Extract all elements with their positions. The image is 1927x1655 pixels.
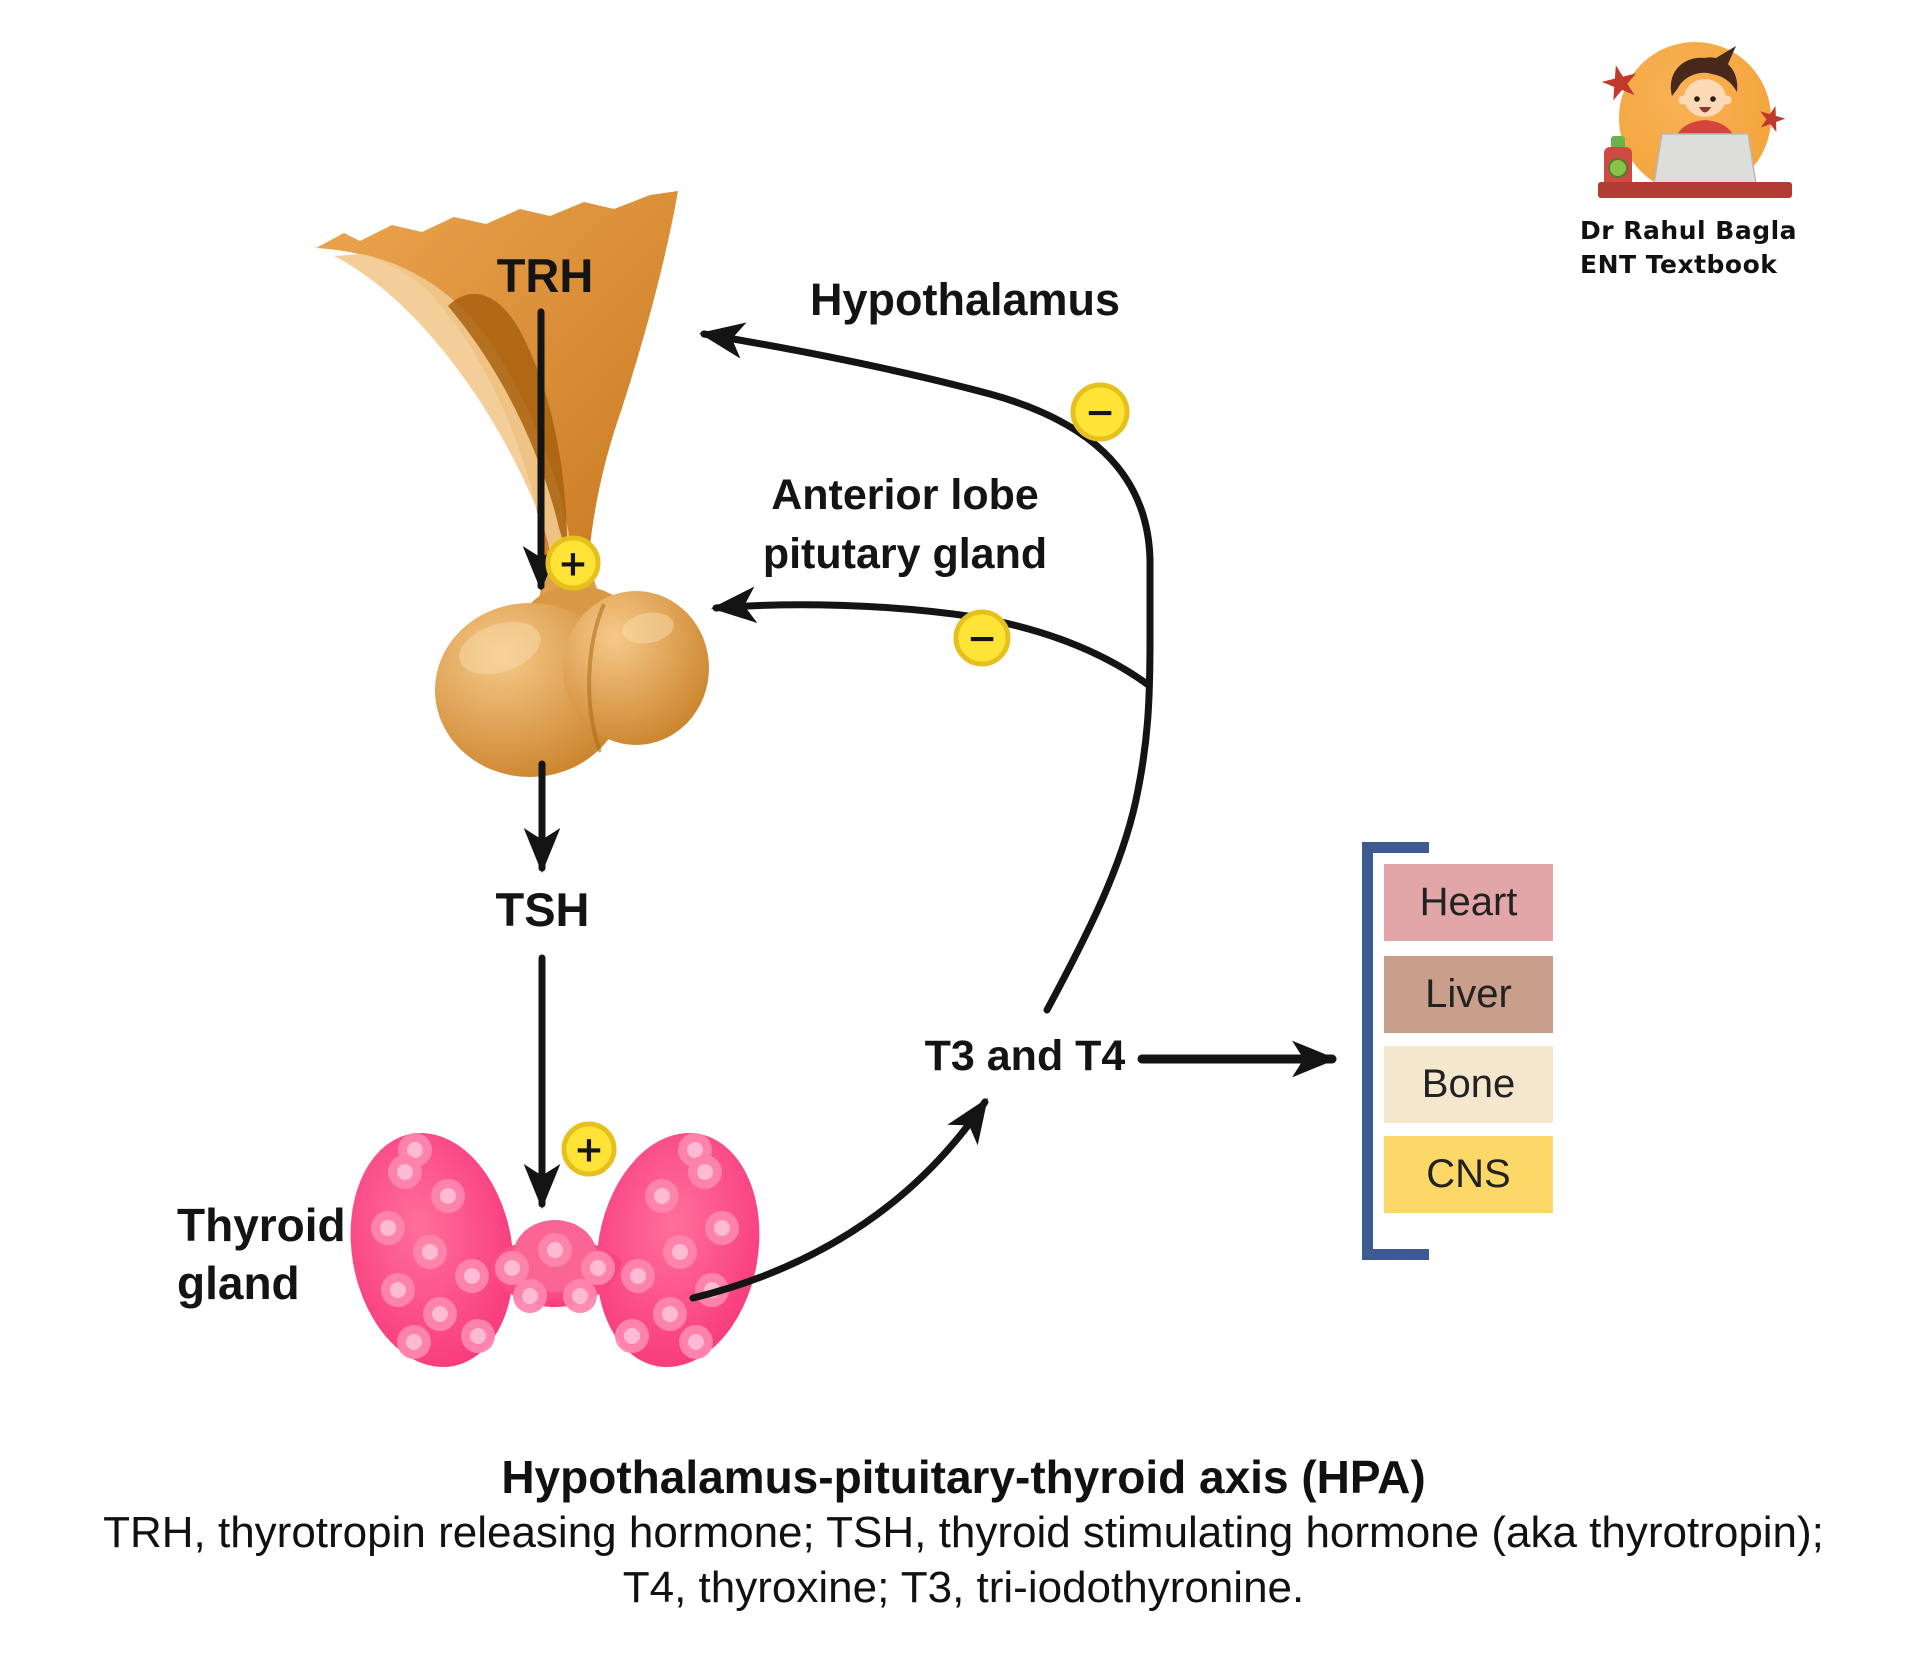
minus-sign-hypothalamus: − xyxy=(1085,393,1115,434)
bottle-cap xyxy=(1611,136,1625,150)
figure-title: Hypothalamus-pituitary-thyroid axis (HPA… xyxy=(501,1451,1426,1503)
hypothalamus-illustration xyxy=(316,191,709,777)
sign-badges: + + − − xyxy=(545,382,1130,1177)
boy-mouth xyxy=(1699,107,1711,113)
minus-sign-circle-hypothalamus xyxy=(1070,382,1130,442)
logo-illustration: ★ ★ xyxy=(1593,42,1792,198)
pituitary-highlight xyxy=(459,621,541,675)
label-t3-t4: T3 and T4 xyxy=(924,1032,1126,1080)
boy-hair xyxy=(1670,57,1738,96)
figure-caption-line2: T4, thyroxine; T3, tri-iodothyronine. xyxy=(622,1563,1305,1612)
minus-sign-circle-pituitary xyxy=(953,609,1011,667)
bottle-label xyxy=(1608,158,1628,178)
boy-eye xyxy=(1710,96,1716,102)
boy-eye xyxy=(1694,96,1700,102)
logo-title-line2: ENT Textbook xyxy=(1580,250,1778,279)
logo-title-line1: Dr Rahul Bagla xyxy=(1580,216,1798,245)
pituitary-crease xyxy=(587,603,606,753)
organ-list-bracket xyxy=(1362,842,1429,1260)
label-trh: TRH xyxy=(496,249,594,302)
label-tsh: TSH xyxy=(495,883,590,936)
pituitary-right-lobe xyxy=(563,591,709,745)
boy-face xyxy=(1684,79,1726,117)
label-hypothalamus: Hypothalamus xyxy=(809,274,1121,325)
thyroid-to-t3t4-arrow xyxy=(689,1097,989,1302)
desk xyxy=(1598,182,1792,198)
label-anterior-line1: Anterior lobe xyxy=(771,471,1039,519)
plus-sign-circle-pituitary xyxy=(545,535,601,591)
boy-ear xyxy=(1722,95,1732,105)
pituitary-highlight-2 xyxy=(622,612,674,644)
feedback-to-pituitary-arrow xyxy=(711,586,1151,688)
organ-box-cns: CNS xyxy=(1384,1136,1553,1213)
feedback-to-hypothalamus-arrow xyxy=(699,322,1154,1014)
label-anterior-pituitary: Anterior lobe pitutary gland xyxy=(700,466,1110,584)
label-thyroid-gland: Thyroid gland xyxy=(177,1196,346,1312)
organ-box-heart: Heart xyxy=(1384,864,1553,941)
boy-hair-tuft xyxy=(1716,46,1736,64)
label-thyroid-line1: Thyroid xyxy=(177,1199,346,1251)
thyroid-illustration xyxy=(350,1132,760,1368)
plus-sign-thyroid: + xyxy=(574,1130,604,1171)
label-anterior-line2: pitutary gland xyxy=(762,530,1048,578)
plus-sign-circle-thyroid xyxy=(561,1121,617,1177)
organ-box-bone: Bone xyxy=(1384,1046,1553,1123)
minus-sign-pituitary: − xyxy=(967,619,997,660)
organ-box-liver: Liver xyxy=(1384,956,1553,1033)
laptop xyxy=(1653,133,1757,185)
figure-caption-line1: TRH, thyrotropin releasing hormone; TSH,… xyxy=(103,1508,1824,1557)
star-icon: ★ xyxy=(1593,51,1646,113)
boy-ear xyxy=(1678,95,1688,105)
label-thyroid-line2: gland xyxy=(177,1257,300,1309)
plus-sign-pituitary: + xyxy=(558,544,588,585)
arrows xyxy=(522,308,1338,1302)
thyroid-follicle-spots xyxy=(371,1133,739,1359)
